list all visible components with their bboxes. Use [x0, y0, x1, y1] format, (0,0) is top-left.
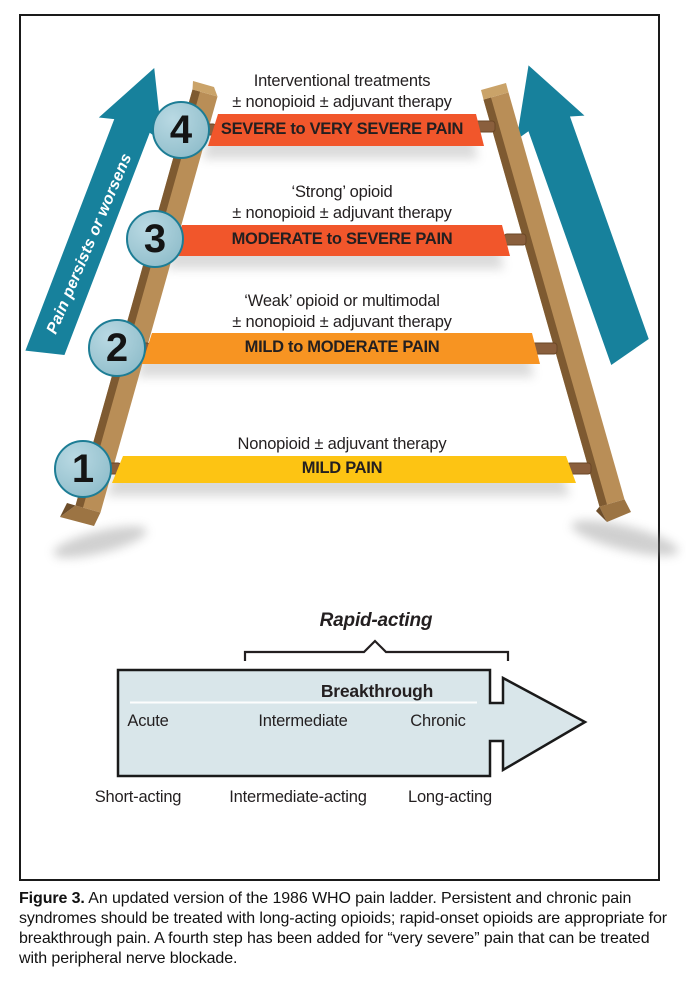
up-arrow-right-icon	[516, 65, 649, 365]
figure-caption: Figure 3. An updated version of the 1986…	[19, 889, 675, 969]
rung-step-2	[142, 333, 540, 364]
rapid-acting-label: Rapid-acting	[319, 610, 433, 631]
intermediate-label: Intermediate	[258, 712, 348, 730]
step-4-number-badge: 4	[152, 101, 210, 159]
step-1-rung-label: MILD PAIN	[301, 459, 383, 477]
timeline-arrow-box	[116, 668, 588, 778]
rung-step-1	[112, 456, 576, 483]
step-3-rung-label: MODERATE to SEVERE PAIN	[231, 230, 453, 248]
ladder-right-rail	[481, 83, 631, 522]
step-2-number: 2	[105, 325, 129, 370]
rapid-acting-brace	[243, 639, 510, 661]
rung-step-3	[172, 225, 510, 256]
step-1-therapy-line1: Nonopioid ± adjuvant therapy	[237, 435, 447, 453]
step-1-number-badge: 1	[54, 440, 112, 498]
ladder-left-rail	[60, 81, 218, 526]
step-2-number-badge: 2	[88, 319, 146, 377]
intermediate-acting-label: Intermediate-acting	[229, 788, 367, 806]
long-acting-label: Long-acting	[407, 788, 493, 806]
rung-step-4	[208, 114, 484, 146]
step-4-therapy-line1: Interventional treatments	[253, 72, 431, 90]
up-arrow-left-icon	[25, 68, 163, 355]
figure-frame	[19, 14, 660, 881]
step-3-therapy-line1: ‘Strong’ opioid	[291, 183, 393, 201]
step-3-number: 3	[143, 216, 167, 261]
step-4-therapy-line2: ± nonopioid ± adjuvant therapy	[232, 93, 452, 111]
caption-prefix: Figure 3.	[19, 890, 85, 907]
step-3-therapy-line2: ± nonopioid ± adjuvant therapy	[232, 204, 452, 222]
short-acting-label: Short-acting	[94, 788, 182, 806]
chronic-label: Chronic	[410, 712, 466, 730]
step-2-therapy-line2: ± nonopioid ± adjuvant therapy	[232, 313, 452, 331]
breakthrough-label: Breakthrough	[320, 681, 434, 701]
step-1-number: 1	[71, 446, 95, 491]
caption-text: An updated version of the 1986 WHO pain …	[19, 890, 667, 967]
acute-label: Acute	[127, 712, 169, 730]
step-2-rung-label: MILD to MODERATE PAIN	[244, 338, 440, 356]
step-4-number: 4	[169, 107, 193, 152]
step-3-number-badge: 3	[126, 210, 184, 268]
step-4-rung-label: SEVERE to VERY SEVERE PAIN	[220, 120, 464, 138]
step-2-therapy-line1: ‘Weak’ opioid or multimodal	[244, 292, 440, 310]
